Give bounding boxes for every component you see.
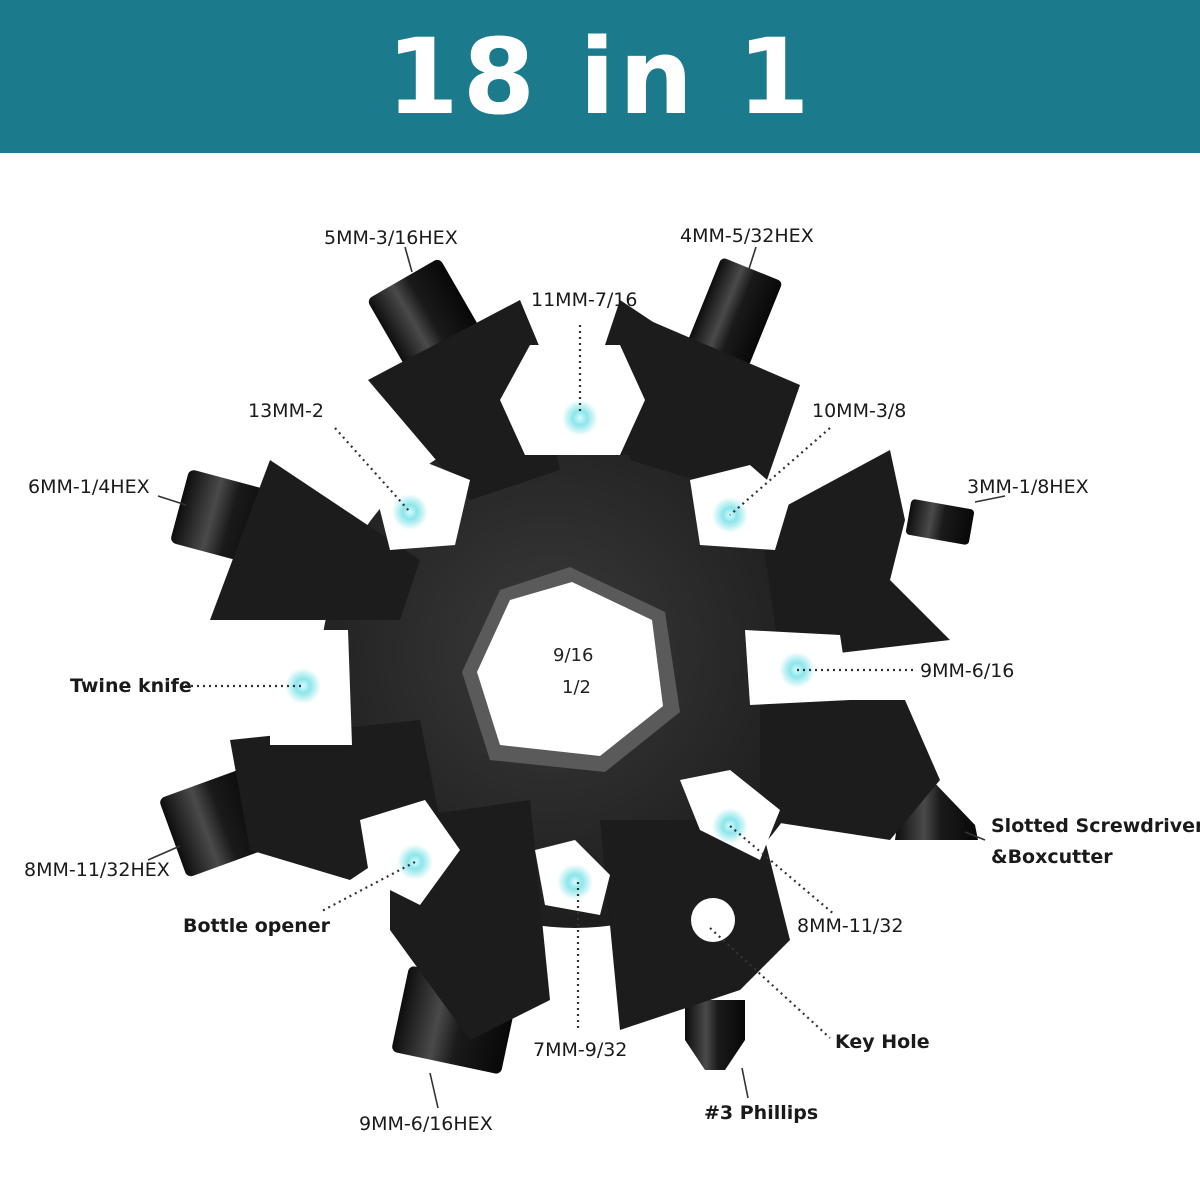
hex-bit-4mm xyxy=(688,258,782,366)
label-5mm-hex: 5MM-3/16HEX xyxy=(324,227,458,249)
label-7mm: 7MM-9/32 xyxy=(533,1039,628,1061)
label-slotted-screwdriver: Slotted Screwdriver xyxy=(991,815,1200,837)
label-key-hole: Key Hole xyxy=(835,1031,930,1053)
label-10mm: 10MM-3/8 xyxy=(812,400,907,422)
center-hex-opening xyxy=(477,582,663,756)
banner-title: 18 in 1 xyxy=(386,15,814,138)
label-9mm-hex: 9MM-6/16HEX xyxy=(359,1113,493,1135)
label-4mm-hex: 4MM-5/32HEX xyxy=(680,225,814,247)
center-label-9-16: 9/16 xyxy=(553,645,594,666)
label-9mm: 9MM-6/16 xyxy=(920,660,1015,682)
label-6mm-hex: 6MM-1/4HEX xyxy=(28,476,150,498)
label-13mm: 13MM-2 xyxy=(248,400,324,422)
snowflake-multitool-diagram xyxy=(147,246,1006,1109)
label-3mm-hex: 3MM-1/8HEX xyxy=(967,476,1089,498)
center-label-1-2: 1/2 xyxy=(562,677,591,698)
snowflake-body xyxy=(210,300,950,1040)
label-twine-knife: Twine knife xyxy=(70,675,192,697)
label-11mm: 11MM-7/16 xyxy=(531,289,638,311)
phillips-bit xyxy=(685,1000,745,1070)
title-banner: 18 in 1 xyxy=(0,0,1200,153)
hex-bit-3mm xyxy=(905,499,975,545)
label-bottle-opener: Bottle opener xyxy=(183,915,331,937)
label-8mm-hex: 8MM-11/32HEX xyxy=(24,859,170,881)
label-phillips: #3 Phillips xyxy=(704,1102,819,1124)
label-boxcutter: &Boxcutter xyxy=(991,846,1113,868)
leader-lines xyxy=(147,246,1006,1109)
label-8mm: 8MM-11/32 xyxy=(797,915,904,937)
